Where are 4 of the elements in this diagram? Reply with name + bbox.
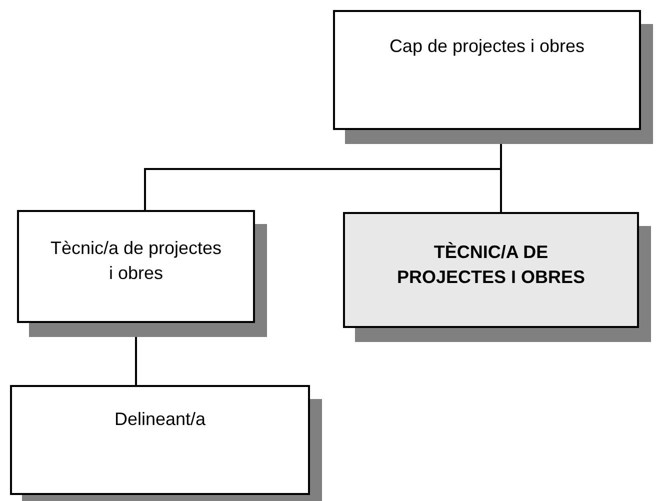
role-title: Delineant/a xyxy=(114,408,206,431)
role-title: TÈCNIC/A DE PROJECTES I OBRES xyxy=(396,241,586,290)
role-title: Cap de projectes i obres xyxy=(389,35,585,58)
role-title: Tècnic/a de projectes i obres xyxy=(49,237,223,286)
